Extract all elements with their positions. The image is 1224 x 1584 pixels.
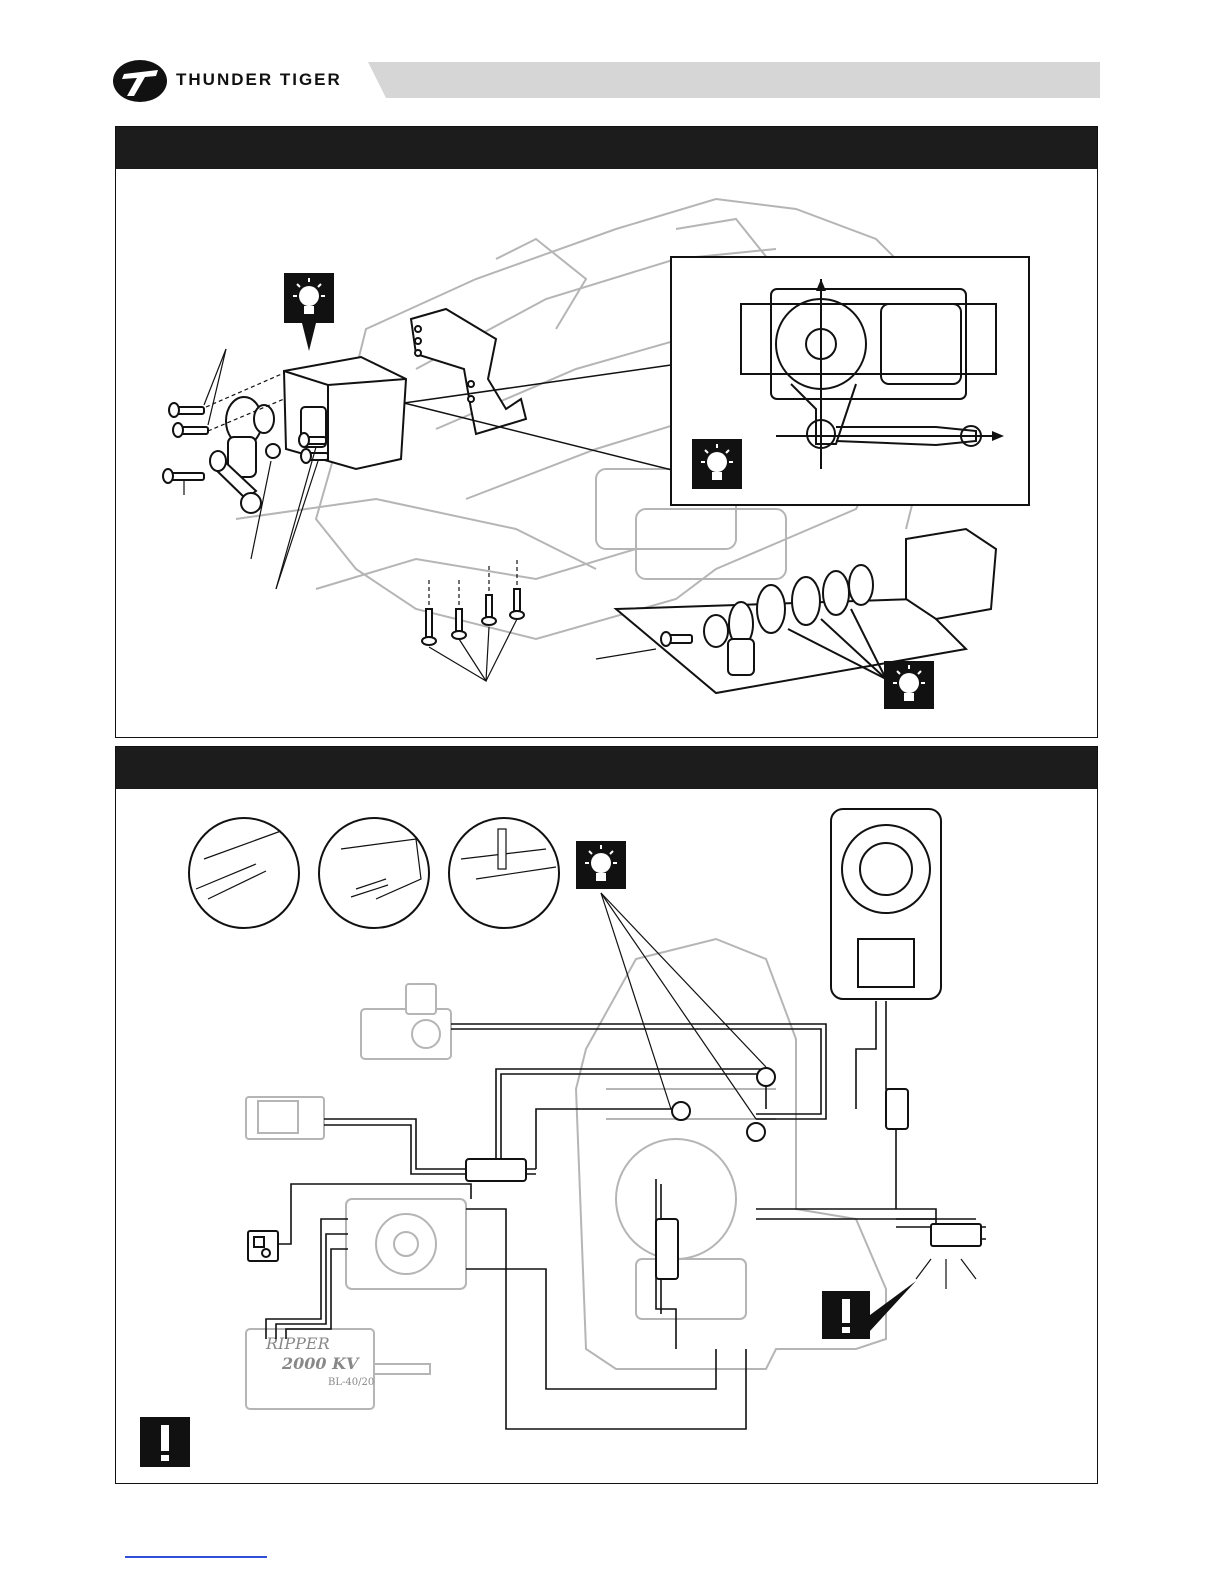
motor-brand-label: RIPPER — [265, 1334, 330, 1353]
tip-lightbulb-icon — [576, 841, 626, 889]
header-bar — [368, 62, 1100, 98]
transmitter — [831, 809, 941, 999]
footer-link-underline — [125, 1556, 267, 1558]
steering-servo — [361, 984, 451, 1059]
servo-install-panel — [115, 126, 1098, 738]
tip-lightbulb-icon — [284, 273, 334, 351]
panel-title — [116, 747, 1097, 769]
servo-install-diagram — [116, 169, 1096, 737]
servo-saver-parts — [596, 529, 996, 693]
connectors — [466, 1068, 981, 1279]
tip-lightbulb-icon — [884, 661, 934, 709]
warning-icon — [822, 1281, 916, 1339]
page-header: THUNDER TIGER — [0, 0, 1224, 110]
panel-title — [116, 127, 1097, 149]
warning-icon — [140, 1417, 190, 1467]
wiring-diagram: RIPPER 2000 KV BL-40/20 — [116, 789, 1096, 1483]
esc — [346, 1199, 466, 1289]
thunder-tiger-logo — [112, 58, 170, 104]
receiver — [246, 1097, 324, 1139]
panel-title-bar — [116, 127, 1097, 169]
motor-kv-label: 2000 KV — [281, 1354, 360, 1373]
servo-horn-assembly — [210, 397, 280, 513]
wiring-panel: RIPPER 2000 KV BL-40/20 — [115, 746, 1098, 1484]
tip-lightbulb-icon — [692, 439, 742, 489]
wire-routing-details — [189, 818, 559, 928]
brand-name: THUNDER TIGER — [176, 70, 342, 90]
motor-model-label: BL-40/20 — [328, 1377, 374, 1388]
power-switch — [248, 1231, 278, 1261]
panel-title-bar — [116, 747, 1097, 789]
